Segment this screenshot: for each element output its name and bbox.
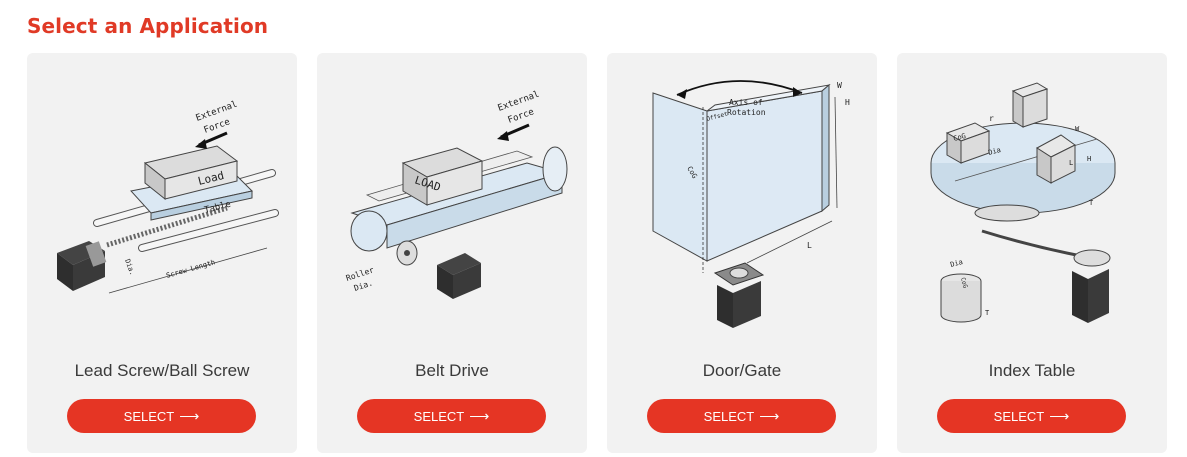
select-button-label: SELECT bbox=[413, 408, 465, 424]
illustration-text: L bbox=[1069, 159, 1073, 167]
arrow-right-icon: ⟶ bbox=[179, 408, 200, 424]
illustration-text: External bbox=[195, 100, 239, 124]
illustration-text: External bbox=[497, 90, 541, 114]
illustration-text: Axis of bbox=[729, 98, 763, 107]
door-gate-illustration: Axis of Rotation Offset CoG W H L bbox=[607, 53, 877, 353]
arrow-right-icon: ⟶ bbox=[469, 408, 490, 424]
select-button[interactable]: SELECT ⟶ bbox=[357, 399, 546, 433]
illustration-text: T bbox=[985, 309, 990, 317]
lead-screw-illustration: Load Table External Force Dia. Screw Len… bbox=[27, 53, 297, 353]
illustration-text: T bbox=[1089, 199, 1094, 207]
illustration-text: Dia. bbox=[353, 278, 374, 293]
select-button-label: SELECT bbox=[123, 408, 175, 424]
arrow-right-icon: ⟶ bbox=[759, 408, 780, 424]
card-title: Door/Gate bbox=[702, 361, 782, 380]
illustration-text: W bbox=[837, 81, 842, 90]
illustration-text: CoG bbox=[952, 132, 966, 143]
card-title: Belt Drive bbox=[415, 361, 489, 380]
illustration-text: L bbox=[807, 241, 812, 250]
card-title: Index Table bbox=[988, 361, 1076, 380]
illustration-text: H bbox=[1087, 155, 1091, 163]
illustration-text: Screw Length bbox=[165, 258, 216, 280]
select-button-label: SELECT bbox=[703, 408, 755, 424]
illustration-text: W bbox=[1075, 125, 1080, 133]
illustration-text: r bbox=[989, 114, 994, 123]
arrow-right-icon: ⟶ bbox=[1049, 408, 1070, 424]
card-title: Lead Screw/Ball Screw bbox=[74, 361, 250, 380]
select-button[interactable]: SELECT ⟶ bbox=[67, 399, 256, 433]
illustration-text: CoG bbox=[959, 277, 969, 290]
illustration-text: Force bbox=[507, 107, 536, 126]
page-title: Select an Application bbox=[27, 14, 269, 38]
illustration-text: Load bbox=[197, 169, 226, 188]
illustration-text: Dia bbox=[987, 146, 1001, 157]
select-button[interactable]: SELECT ⟶ bbox=[647, 399, 836, 433]
illustration-text: Rotation bbox=[727, 108, 766, 117]
illustration-text: Dia bbox=[949, 258, 963, 269]
application-card-belt-drive[interactable]: LOAD External Force Roller Dia. Belt Dri… bbox=[317, 53, 587, 453]
select-button-label: SELECT bbox=[993, 408, 1045, 424]
application-card-index-table[interactable]: CoG r Dia W L H T Dia CoG T Ind bbox=[897, 53, 1167, 453]
application-card-door-gate[interactable]: Axis of Rotation Offset CoG W H L Door/G… bbox=[607, 53, 877, 453]
application-card-lead-screw[interactable]: Load Table External Force Dia. Screw Len… bbox=[27, 53, 297, 453]
illustration-text: Dia. bbox=[123, 258, 136, 277]
illustration-text: H bbox=[845, 98, 850, 107]
index-table-illustration: CoG r Dia W L H T Dia CoG T bbox=[897, 53, 1167, 353]
belt-drive-illustration: LOAD External Force Roller Dia. bbox=[317, 53, 587, 353]
select-button[interactable]: SELECT ⟶ bbox=[937, 399, 1126, 433]
